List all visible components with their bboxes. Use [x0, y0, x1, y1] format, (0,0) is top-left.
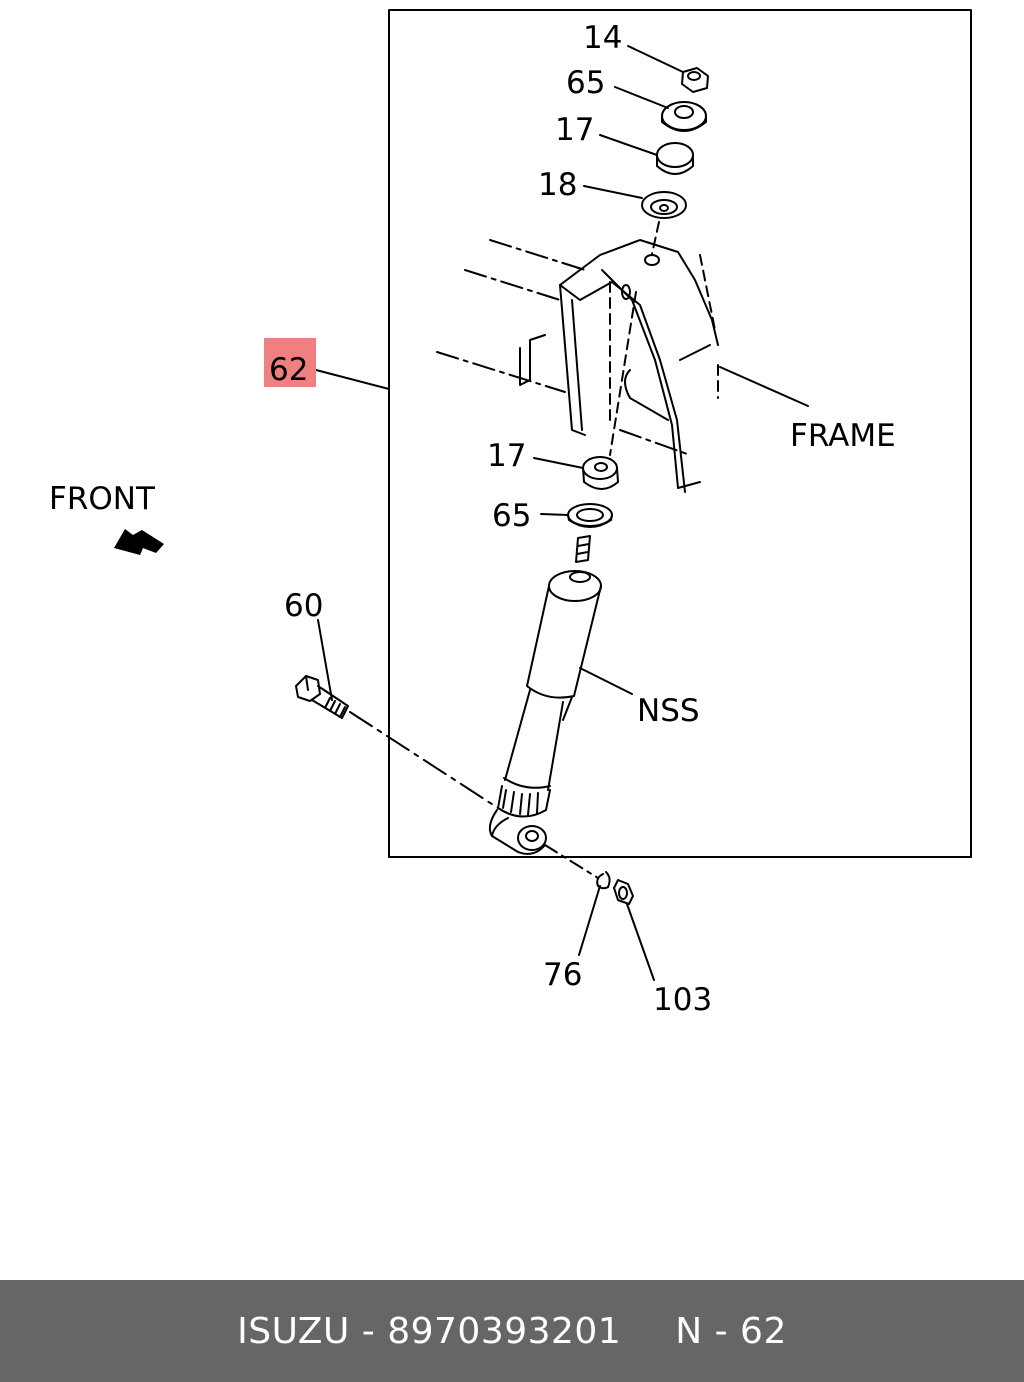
- leader-frame: [719, 366, 809, 407]
- leader-14: [627, 45, 684, 73]
- washer-76: [596, 871, 611, 890]
- leader-17-top: [599, 134, 658, 156]
- callout-17-top: 17: [555, 112, 594, 148]
- label-front: FRONT: [49, 481, 156, 517]
- bolt-60: [295, 675, 349, 719]
- leader-18: [583, 185, 643, 199]
- front-arrow-icon: [114, 529, 164, 555]
- nut-axis-line: [544, 844, 599, 879]
- shock-absorber: [488, 535, 602, 855]
- leader-65-top: [614, 86, 669, 109]
- diagram-reference-text: N - 62: [675, 1310, 787, 1352]
- frame-bracket: [436, 221, 719, 493]
- label-frame: FRAME: [790, 418, 896, 454]
- callout-62: 62: [269, 352, 308, 388]
- nut-14: [681, 67, 709, 93]
- washer-65-top: [661, 101, 707, 132]
- leader-17-mid: [533, 457, 584, 469]
- bolt-axis-line: [349, 711, 499, 809]
- callout-17-mid: 17: [487, 438, 526, 474]
- leader-62: [315, 369, 390, 390]
- callout-65-top: 65: [566, 65, 605, 101]
- callout-65-mid: 65: [492, 498, 531, 534]
- footer-bar: ISUZU - 8970393201 N - 62: [0, 1280, 1024, 1382]
- assembly-box: [388, 9, 972, 858]
- callout-18: 18: [538, 167, 577, 203]
- parts-diagram: 14 65 17 18 62 FRAME 17 FRONT 65 60 NSS …: [49, 9, 972, 1018]
- callout-76: 76: [543, 957, 582, 993]
- leader-65-mid: [540, 513, 569, 516]
- bushing-17-top: [656, 142, 694, 175]
- leader-nss: [579, 667, 633, 695]
- leader-103: [626, 903, 655, 981]
- callout-103: 103: [653, 982, 712, 1018]
- nut-103: [613, 879, 634, 905]
- callout-60: 60: [284, 588, 323, 624]
- bushing-17-mid: [582, 456, 619, 490]
- washer-65-mid: [567, 503, 613, 528]
- washer-18: [641, 191, 687, 219]
- callout-14: 14: [583, 20, 622, 56]
- part-number-text: ISUZU - 8970393201: [237, 1310, 622, 1352]
- leader-76: [578, 885, 601, 956]
- label-nss: NSS: [637, 693, 700, 729]
- leader-60: [317, 619, 333, 701]
- callout-62-highlight: [264, 338, 316, 387]
